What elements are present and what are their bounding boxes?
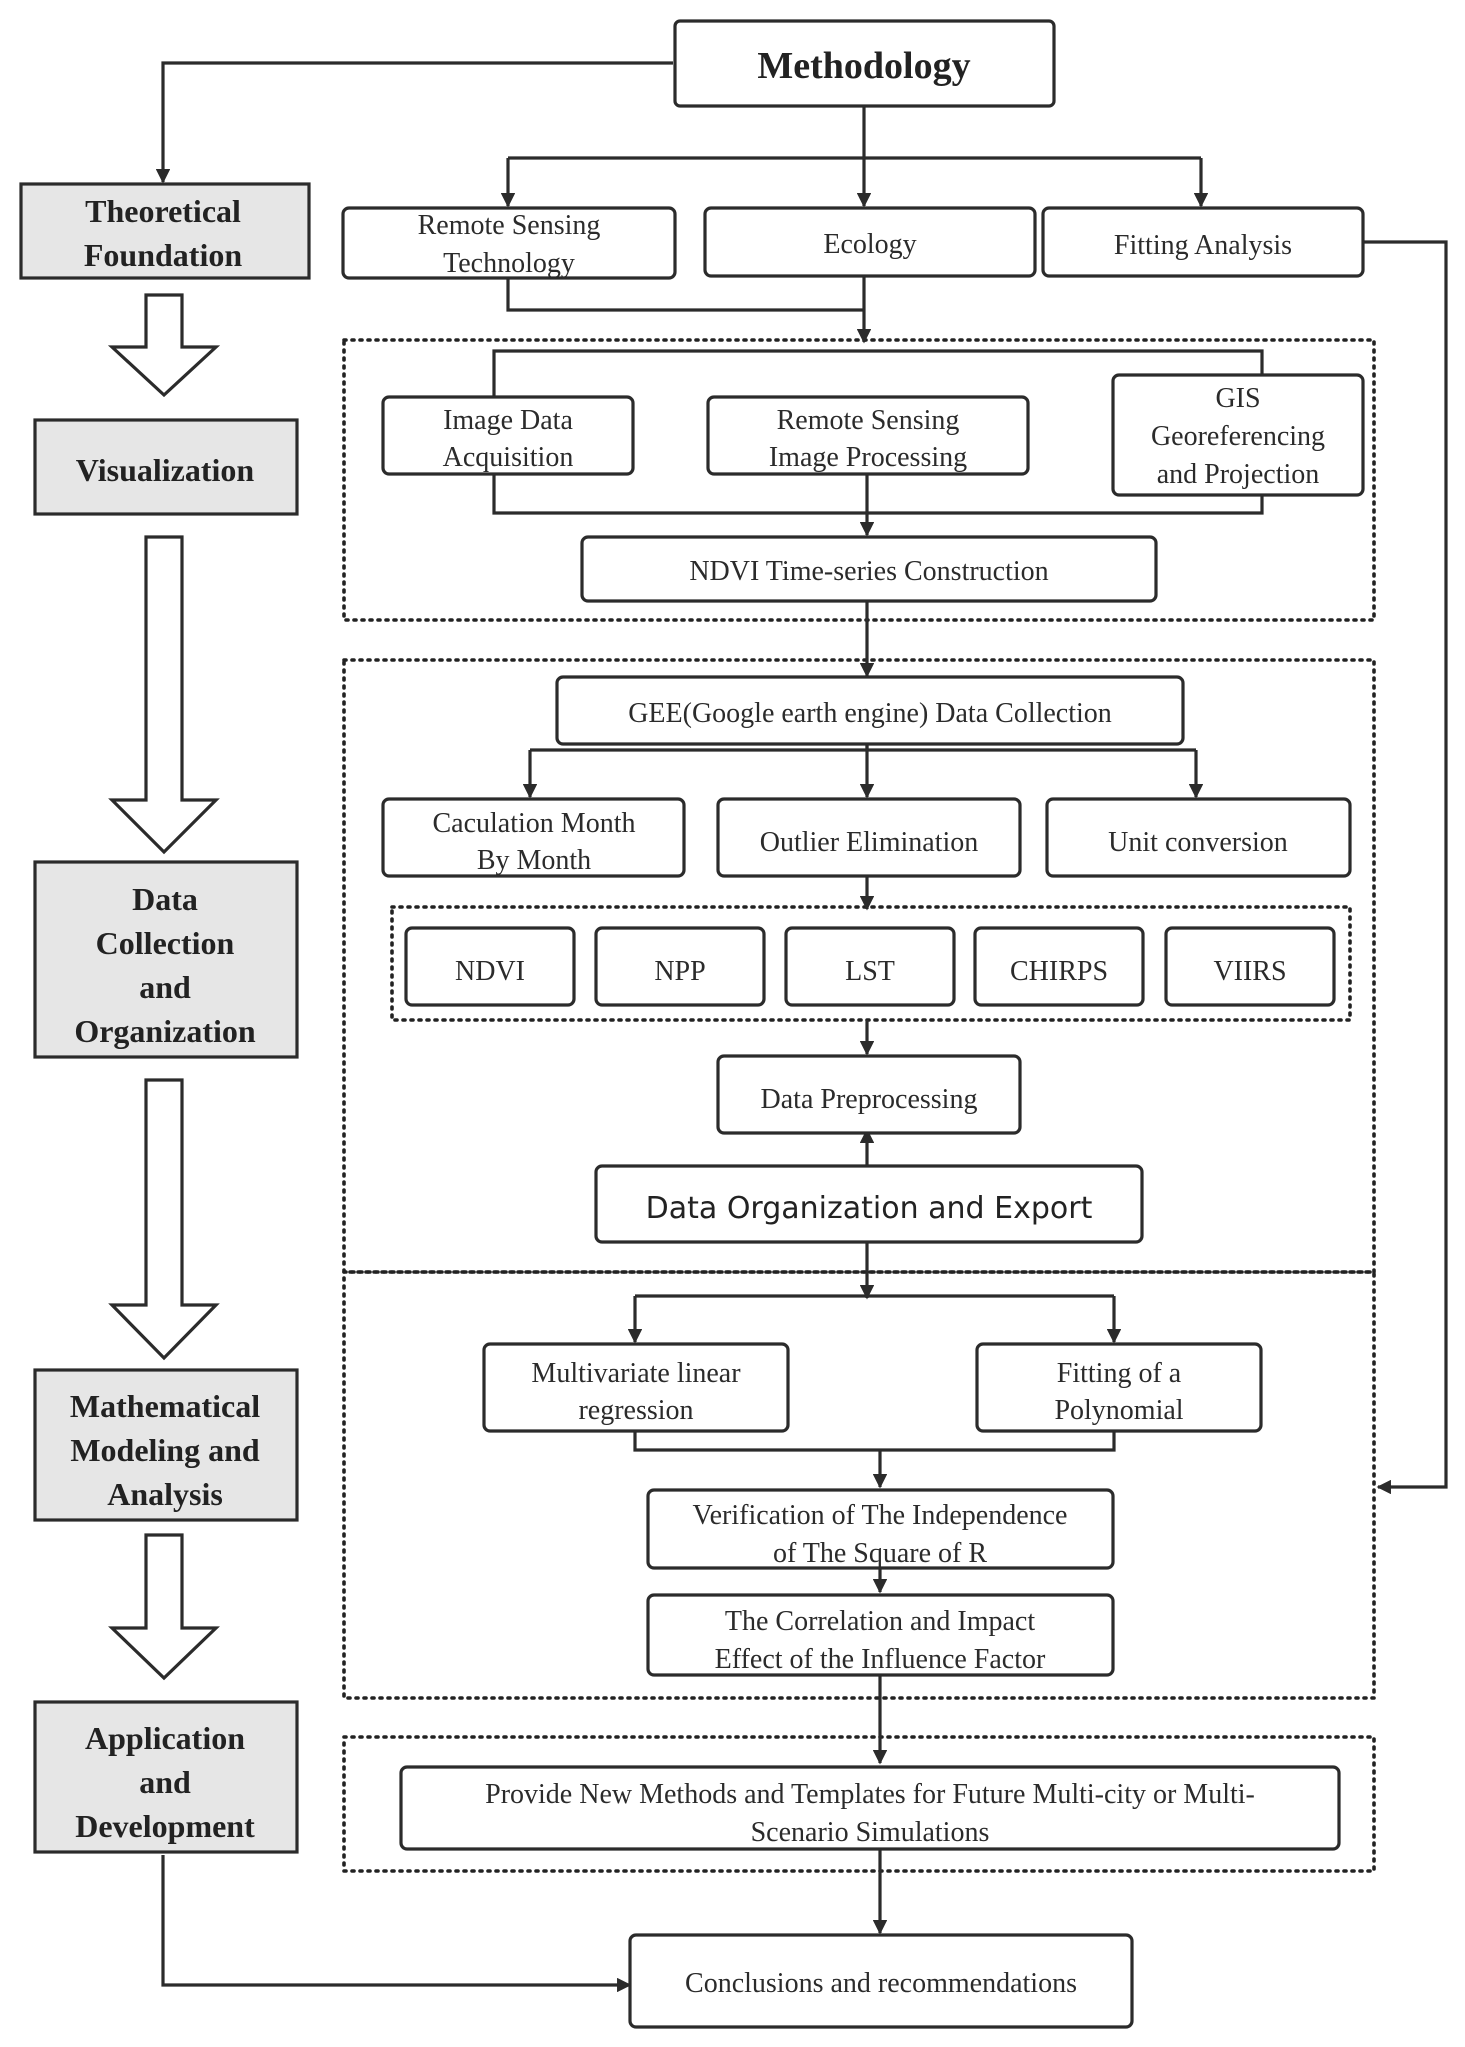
svg-text:regression: regression (578, 1395, 693, 1426)
svg-text:and Projection: and Projection (1157, 459, 1320, 490)
node-conclusions: Conclusions and recommendations (628, 1933, 1134, 2029)
svg-text:Mathematical: Mathematical (70, 1388, 260, 1424)
svg-text:GIS: GIS (1215, 383, 1260, 414)
node-data-preprocessing: Data Preprocessing (716, 1054, 1022, 1135)
svg-text:and: and (139, 1764, 191, 1800)
svg-text:GEE(Google earth engine) Data: GEE(Google earth engine) Data Collection (628, 698, 1112, 729)
edge-methodology-to-theoretical (155, 61, 673, 184)
node-methodology: Methodology (673, 19, 1056, 108)
svg-text:Polynomial: Polynomial (1054, 1395, 1183, 1426)
node-unit-conversion: Unit conversion (1045, 797, 1352, 878)
node-gee-data-collection: GEE(Google earth engine) Data Collection (555, 675, 1185, 746)
node-calculation-month: Caculation Month By Month (381, 797, 686, 878)
svg-text:Visualization: Visualization (76, 452, 255, 488)
hollow-arrow-1 (107, 293, 221, 398)
node-verification-independence: Verification of The Independence of The … (646, 1488, 1115, 1570)
svg-text:Ecology: Ecology (823, 229, 916, 260)
svg-text:Organization: Organization (74, 1013, 256, 1049)
svg-text:Conclusions and recommendation: Conclusions and recommendations (685, 1968, 1077, 1999)
svg-text:Multivariate linear: Multivariate linear (531, 1358, 741, 1389)
node-dataset-chirps: CHIRPS (973, 926, 1145, 1007)
svg-text:LST: LST (845, 956, 895, 987)
svg-text:Remote Sensing: Remote Sensing (777, 405, 960, 436)
node-dataset-ndvi: NDVI (404, 926, 576, 1007)
svg-text:Image Data: Image Data (443, 405, 573, 436)
svg-text:Provide New Methods and Templa: Provide New Methods and Templates for Fu… (485, 1779, 1255, 1810)
svg-text:Image Processing: Image Processing (769, 442, 967, 473)
group-data-collection (342, 658, 1376, 1274)
hollow-arrow-2 (108, 535, 220, 855)
hollow-arrow-3 (108, 1078, 220, 1361)
svg-text:Outlier Elimination: Outlier Elimination (760, 827, 979, 858)
node-multivariate-regression: Multivariate linear regression (482, 1342, 790, 1433)
group-application (342, 1735, 1376, 1873)
svg-text:Collection: Collection (96, 925, 235, 961)
svg-text:Theoretical: Theoretical (85, 193, 241, 229)
node-data-collection-organization: Data Collection and Organization (33, 860, 299, 1059)
node-dataset-lst: LST (784, 926, 956, 1007)
svg-text:NDVI: NDVI (455, 956, 525, 987)
svg-text:Data Organization and Export: Data Organization and Export (646, 1191, 1093, 1226)
svg-text:NPP: NPP (654, 956, 705, 987)
svg-text:Remote Sensing: Remote Sensing (418, 210, 601, 241)
node-ecology: Ecology (703, 206, 1037, 278)
node-image-data-acquisition: Image Data Acquisition (381, 395, 635, 476)
edge-remote-sensing-merge (506, 278, 864, 312)
svg-text:Modeling and: Modeling and (70, 1432, 260, 1468)
svg-text:Data Preprocessing: Data Preprocessing (761, 1084, 978, 1115)
svg-text:Unit conversion: Unit conversion (1108, 827, 1288, 858)
node-fitting-analysis: Fitting Analysis (1041, 206, 1365, 278)
svg-text:Development: Development (75, 1808, 255, 1844)
edge-bottom-bar (492, 473, 1264, 515)
svg-text:Acquisition: Acquisition (443, 442, 574, 473)
edge-application-to-conclusions (161, 1855, 632, 1993)
svg-text:By Month: By Month (477, 845, 591, 876)
node-correlation-impact: The Correlation and Impact Effect of the… (646, 1593, 1115, 1677)
svg-text:CHIRPS: CHIRPS (1010, 956, 1108, 987)
svg-text:The Correlation and Impact: The Correlation and Impact (725, 1606, 1035, 1637)
node-new-methods-templates: Provide New Methods and Templates for Fu… (399, 1765, 1341, 1851)
node-dataset-npp: NPP (594, 926, 766, 1007)
svg-text:Fitting of a: Fitting of a (1057, 1358, 1182, 1389)
node-fitting-polynomial: Fitting of a Polynomial (975, 1342, 1263, 1433)
svg-text:Fitting Analysis: Fitting Analysis (1114, 230, 1292, 261)
node-ndvi-time-series: NDVI Time-series Construction (580, 535, 1158, 603)
node-remote-sensing-image-processing: Remote Sensing Image Processing (706, 395, 1030, 476)
node-visualization: Visualization (33, 418, 299, 516)
node-dataset-viirs: VIIRS (1164, 926, 1336, 1007)
methodology-label: Methodology (757, 45, 970, 87)
node-theoretical-foundation: Theoretical Foundation (19, 182, 311, 280)
node-outlier-elimination: Outlier Elimination (716, 797, 1022, 878)
node-data-organization-export: Data Organization and Export (594, 1164, 1144, 1244)
svg-text:NDVI Time-series Construction: NDVI Time-series Construction (689, 556, 1048, 587)
svg-text:Data: Data (132, 881, 198, 917)
edge-fitting-to-modeling (1361, 240, 1448, 1495)
svg-text:Technology: Technology (443, 248, 575, 279)
svg-text:Scenario Simulations: Scenario Simulations (751, 1817, 990, 1848)
svg-text:Analysis: Analysis (107, 1476, 223, 1512)
svg-text:Application: Application (85, 1720, 245, 1756)
node-application-development: Application and Development (33, 1700, 299, 1854)
node-remote-sensing-technology: Remote Sensing Technology (341, 206, 677, 280)
svg-text:Foundation: Foundation (84, 237, 242, 273)
group-modeling (342, 1270, 1376, 1700)
svg-text:VIIRS: VIIRS (1213, 956, 1286, 987)
svg-text:Verification of The Independen: Verification of The Independence (693, 1500, 1068, 1531)
svg-text:and: and (139, 969, 191, 1005)
svg-text:Effect of the Influence Factor: Effect of the Influence Factor (715, 1644, 1046, 1675)
svg-text:of The Square of R: of The Square of R (773, 1538, 987, 1569)
edge-top-bar (492, 349, 1264, 396)
hollow-arrow-4 (108, 1533, 220, 1681)
edge-merge-bar (633, 1430, 1116, 1452)
svg-text:Caculation Month: Caculation Month (433, 808, 636, 839)
node-mathematical-modeling: Mathematical Modeling and Analysis (33, 1368, 299, 1522)
svg-text:Georeferencing: Georeferencing (1151, 421, 1325, 452)
node-gis-georeferencing: GIS Georeferencing and Projection (1111, 373, 1365, 497)
